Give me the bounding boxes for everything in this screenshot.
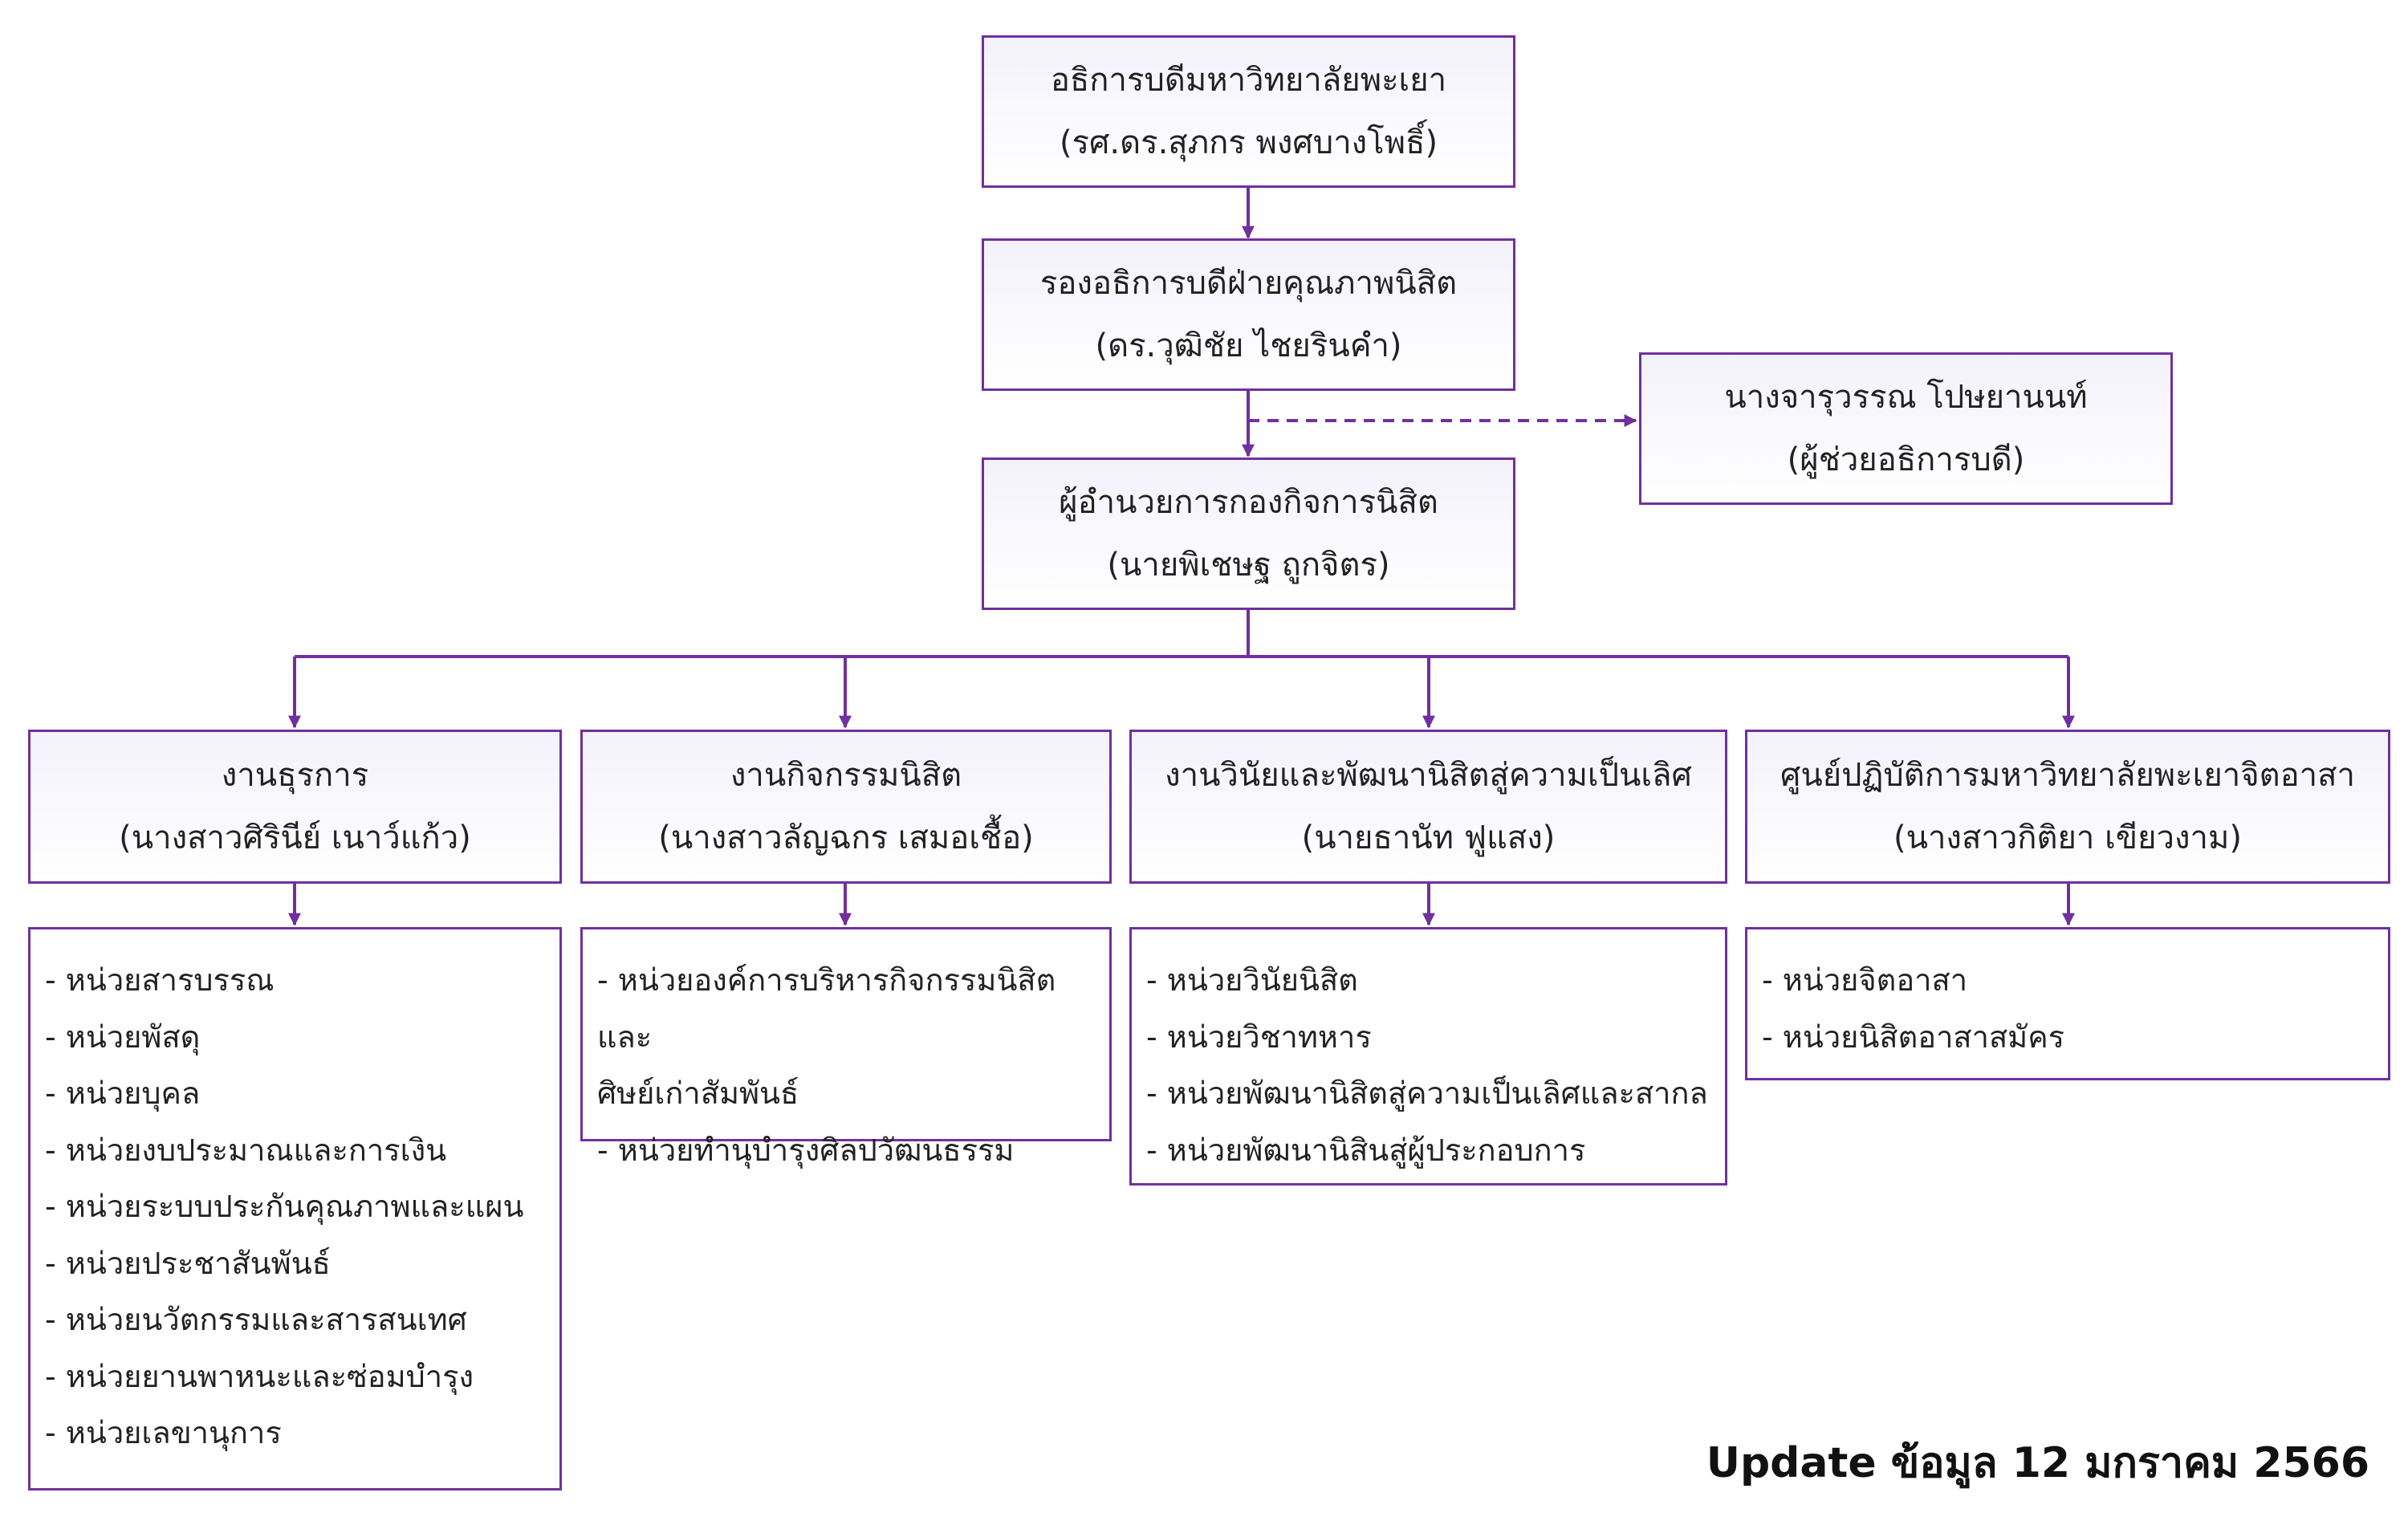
list-item: - หน่วยเลขานุการ	[45, 1415, 282, 1450]
division-head: (นายธานัท ฟูแสง)	[1301, 820, 1556, 856]
unit-list-volunteer-center: - หน่วยจิตอาสา - หน่วยนิสิตอาสาสมัคร	[1745, 927, 2390, 1080]
division-head: (นางสาวลัญฉกร เสมอเชื้อ)	[658, 820, 1034, 856]
unit-list-discipline: - หน่วยวินัยนิสิต - หน่วยวิชาทหาร - หน่ว…	[1129, 927, 1727, 1186]
list-item: - หน่วยประชาสันพันธ์	[45, 1245, 331, 1281]
vice-president-title: รองอธิการบดีฝ่ายคุณภาพนิสิต	[1039, 265, 1458, 302]
vice-president-name: (ดร.วุฒิชัย ไชยรินคำ)	[1095, 327, 1402, 364]
list-item: - หน่วยพัฒนานิสิตสู่ความเป็นเลิศและสากล	[1146, 1076, 1708, 1111]
list-item: - หน่วยองค์การบริหารกิจกรรมนิสิตและ	[597, 962, 1056, 1055]
list-item: - หน่วยพัสดุ	[45, 1019, 201, 1055]
list-item: - หน่วยนิสิตอาสาสมัคร	[1762, 1019, 2065, 1055]
list-item: - หน่วยสารบรรณ	[45, 962, 275, 998]
director-title: ผู้อำนวยการกองกิจการนิสิต	[1059, 484, 1438, 521]
division-title: งานธุรการ	[221, 757, 369, 794]
president-name: (รศ.ดร.สุภกร พงศบางโพธิ์)	[1059, 124, 1438, 161]
director-name: (นายพิเชษฐ ถูกจิตร)	[1107, 547, 1390, 584]
list-item: - หน่วยบุคล	[45, 1076, 201, 1111]
list-item: - หน่วยงบประมาณและการเงิน	[45, 1132, 447, 1168]
assistant-role: (ผู้ช่วยอธิการบดี)	[1787, 441, 2025, 478]
director-box: ผู้อำนวยการกองกิจการนิสิต (นายพิเชษฐ ถูก…	[982, 458, 1515, 610]
president-title: อธิการบดีมหาวิทยาลัยพะเยา	[1050, 62, 1447, 99]
division-head: (นางสาวศิรินีย์ เนาว์แก้ว)	[119, 820, 471, 856]
list-item: - หน่วยวิชาทหาร	[1146, 1019, 1372, 1055]
unit-list-activities: - หน่วยองค์การบริหารกิจกรรมนิสิตและ ศิษย…	[580, 927, 1112, 1168]
list-item: ศิษย์เก่าสัมพันธ์	[597, 1076, 799, 1111]
division-box-activities: งานกิจกรรมนิสิต (นางสาวลัญฉกร เสมอเชื้อ)	[580, 730, 1112, 884]
assistant-box: นางจารุวรรณ โปษยานนท์ (ผู้ช่วยอธิการบดี)	[1639, 352, 2173, 505]
unit-list-admin: - หน่วยสารบรรณ - หน่วยพัสดุ - หน่วยบุคล …	[28, 927, 562, 1491]
division-title: ศูนย์ปฏิบัติการมหาวิทยาลัยพะเยาจิตอาสา	[1780, 757, 2355, 794]
president-box: อธิการบดีมหาวิทยาลัยพะเยา (รศ.ดร.สุภกร พ…	[982, 35, 1515, 188]
division-title: งานวินัยและพัฒนานิสิตสู่ความเป็นเลิศ	[1165, 757, 1692, 794]
division-box-volunteer-center: ศูนย์ปฏิบัติการมหาวิทยาลัยพะเยาจิตอาสา (…	[1745, 730, 2390, 884]
list-item: - หน่วยระบบประกันคุณภาพและแผน	[45, 1189, 524, 1224]
list-item: - หน่วยจิตอาสา	[1762, 962, 1968, 998]
division-box-discipline: งานวินัยและพัฒนานิสิตสู่ความเป็นเลิศ (นา…	[1129, 730, 1727, 884]
update-note: Update ข้อมูล 12 มกราคม 2566	[1706, 1439, 2369, 1487]
division-head: (นางสาวกิติยา เขียวงาม)	[1893, 820, 2242, 856]
list-item: - หน่วยทำนุบำรุงศิลปวัฒนธรรม	[597, 1132, 1015, 1168]
list-item: - หน่วยพัฒนานิสินสู่ผู้ประกอบการ	[1146, 1132, 1586, 1168]
vice-president-box: รองอธิการบดีฝ่ายคุณภาพนิสิต (ดร.วุฒิชัย …	[982, 238, 1515, 391]
list-item: - หน่วยวินัยนิสิต	[1146, 962, 1358, 998]
list-item: - หน่วยยานพาหนะและซ่อมบำรุง	[45, 1358, 474, 1394]
division-box-admin: งานธุรการ (นางสาวศิรินีย์ เนาว์แก้ว)	[28, 730, 562, 884]
list-item: - หน่วยนวัตกรรมและสารสนเทศ	[45, 1302, 467, 1337]
assistant-name: นางจารุวรรณ โปษยานนท์	[1724, 379, 2088, 416]
division-title: งานกิจกรรมนิสิต	[730, 757, 962, 794]
